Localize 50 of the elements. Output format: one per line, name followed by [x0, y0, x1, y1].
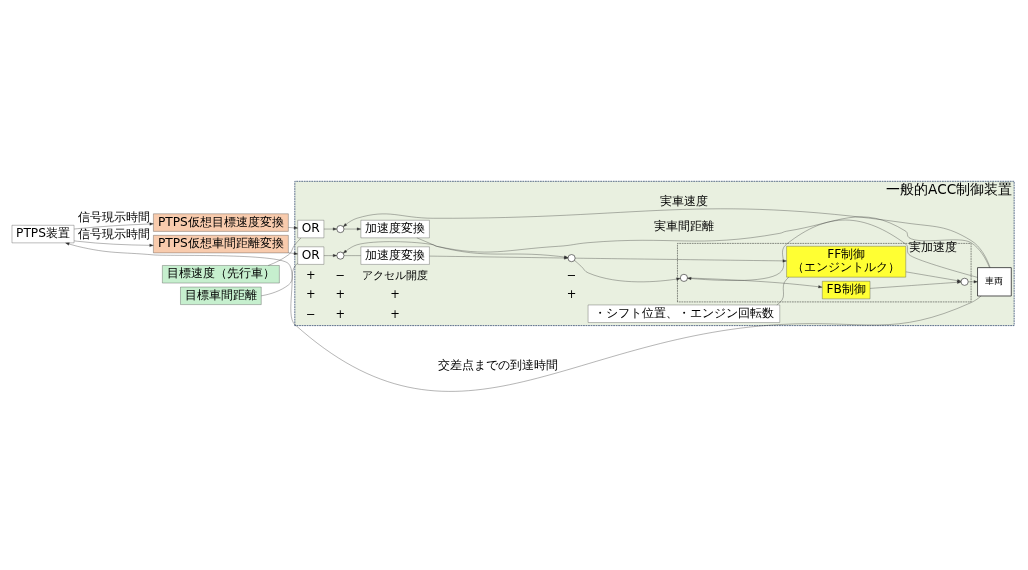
node-circle	[960, 277, 969, 286]
label: −	[335, 267, 345, 282]
node-box: FF制御 （エンジントルク）	[785, 246, 906, 278]
arrow	[287, 226, 298, 230]
label: +	[389, 287, 400, 302]
label: アクセル開度	[361, 267, 428, 282]
arrow	[905, 271, 961, 283]
arrow	[686, 277, 822, 289]
node-box: 目標車間距離	[179, 286, 261, 305]
connector	[267, 237, 301, 266]
node-box: FB制御	[821, 281, 870, 300]
arrow	[323, 227, 337, 231]
node-box: OR	[297, 246, 324, 265]
connector	[343, 255, 361, 256]
arrow	[323, 254, 337, 258]
arrow	[574, 258, 787, 263]
node-box: 目標速度（先行車）	[161, 265, 280, 284]
edge-label: 実加速度	[908, 240, 957, 255]
edge-label: 交差点までの到達時間	[437, 357, 558, 372]
label: +	[335, 287, 345, 302]
arrow	[287, 252, 298, 255]
node-box: 車両	[976, 267, 1012, 297]
label: +	[305, 267, 316, 282]
label: +	[305, 287, 316, 302]
label: +	[335, 306, 345, 321]
node-box: 加速度変換	[360, 246, 430, 265]
node-box: ・シフト位置、・エンジン回転数	[587, 304, 780, 323]
node-circle	[335, 251, 344, 260]
node-circle	[335, 225, 344, 233]
node-box: OR	[297, 220, 324, 238]
arrow	[343, 227, 361, 231]
arrow	[64, 242, 981, 392]
node-box: PTPS仮想目標速度変換	[152, 213, 289, 232]
arrow	[73, 240, 153, 247]
edge-label: 実車速度	[659, 194, 708, 209]
label: +	[389, 306, 400, 321]
label: +	[566, 287, 576, 302]
node-box: PTPS仮想車間距離変換	[152, 235, 289, 254]
edge-label: 信号現示時間	[77, 226, 150, 241]
node-circle	[679, 273, 688, 282]
arrow	[967, 280, 978, 284]
edge-label: 信号現示時間	[77, 209, 150, 224]
arrow	[573, 260, 680, 282]
node-circle	[567, 254, 575, 263]
label: −	[305, 306, 316, 321]
arrow	[73, 222, 154, 230]
edge-label: 実車間距離	[653, 218, 714, 233]
label: −	[566, 267, 576, 282]
node-box: 加速度変換	[360, 220, 430, 238]
arrow	[869, 280, 961, 289]
